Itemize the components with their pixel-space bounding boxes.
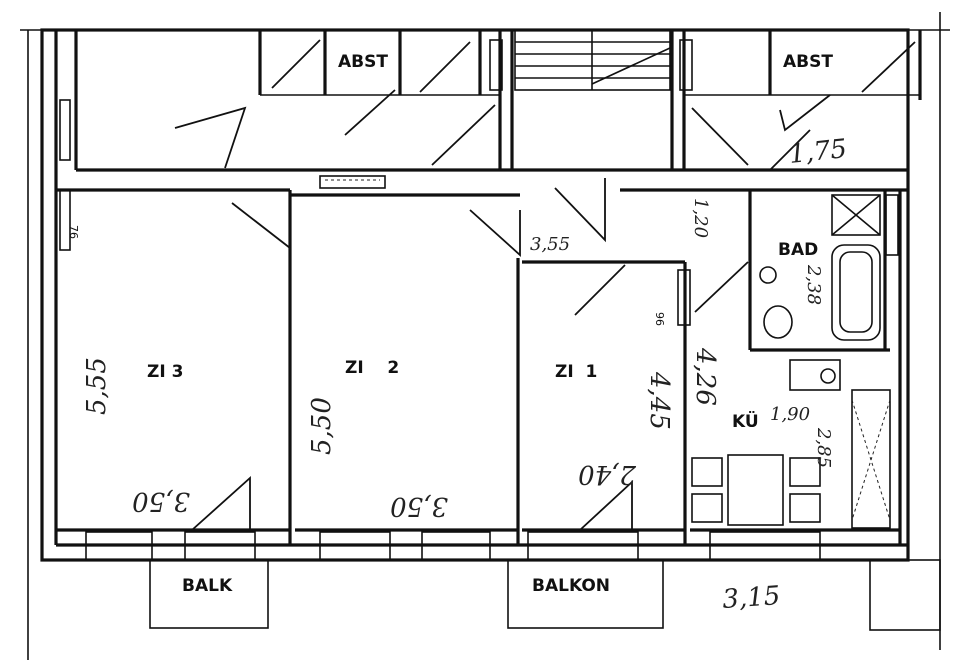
room-label-abst-right: ABST [783, 52, 833, 72]
dim-2-85: 2,85 [813, 427, 834, 468]
room-label-zi3: ZI 3 [147, 362, 183, 382]
dim-4-26: 4,26 [690, 347, 720, 406]
mark-76: 76 [67, 225, 80, 239]
room-label-zi1: ZI 1 [555, 362, 597, 382]
dim-1-75: 1,75 [788, 134, 849, 170]
dim-3-50-left: 3,50 [132, 486, 190, 516]
dim-4-45: 4,45 [644, 371, 674, 430]
room-label-kue: KÜ [732, 410, 759, 432]
dim-5-50: 5,50 [307, 397, 337, 455]
dim-2-38: 2,38 [803, 264, 824, 305]
dim-3-15: 3,15 [721, 581, 781, 615]
room-label-balk: BALK [182, 576, 233, 596]
windows [59, 39, 899, 326]
exterior-walls [40, 28, 910, 562]
interior-walls [56, 188, 908, 545]
dim-3-55: 3,55 [530, 234, 570, 255]
dim-3-50-mid: 3,50 [390, 491, 448, 521]
dim-1-20: 1,20 [690, 198, 711, 238]
doors [174, 39, 916, 531]
staircase [514, 29, 671, 91]
corridor-walls [258, 30, 922, 170]
dim-1-90: 1,90 [770, 404, 810, 425]
room-label-balkon: BALKON [532, 576, 610, 596]
mark-96: 96 [653, 312, 666, 326]
kitchen-fixtures [691, 389, 891, 529]
balconies [85, 531, 941, 631]
dim-5-55: 5,55 [82, 357, 112, 415]
dim-2-40: 2,40 [578, 459, 637, 489]
room-label-zi2: ZI 2 [345, 358, 399, 378]
room-label-abst-left: ABST [338, 52, 388, 72]
bath-fixtures [759, 194, 881, 391]
room-label-bad: BAD [778, 240, 818, 260]
